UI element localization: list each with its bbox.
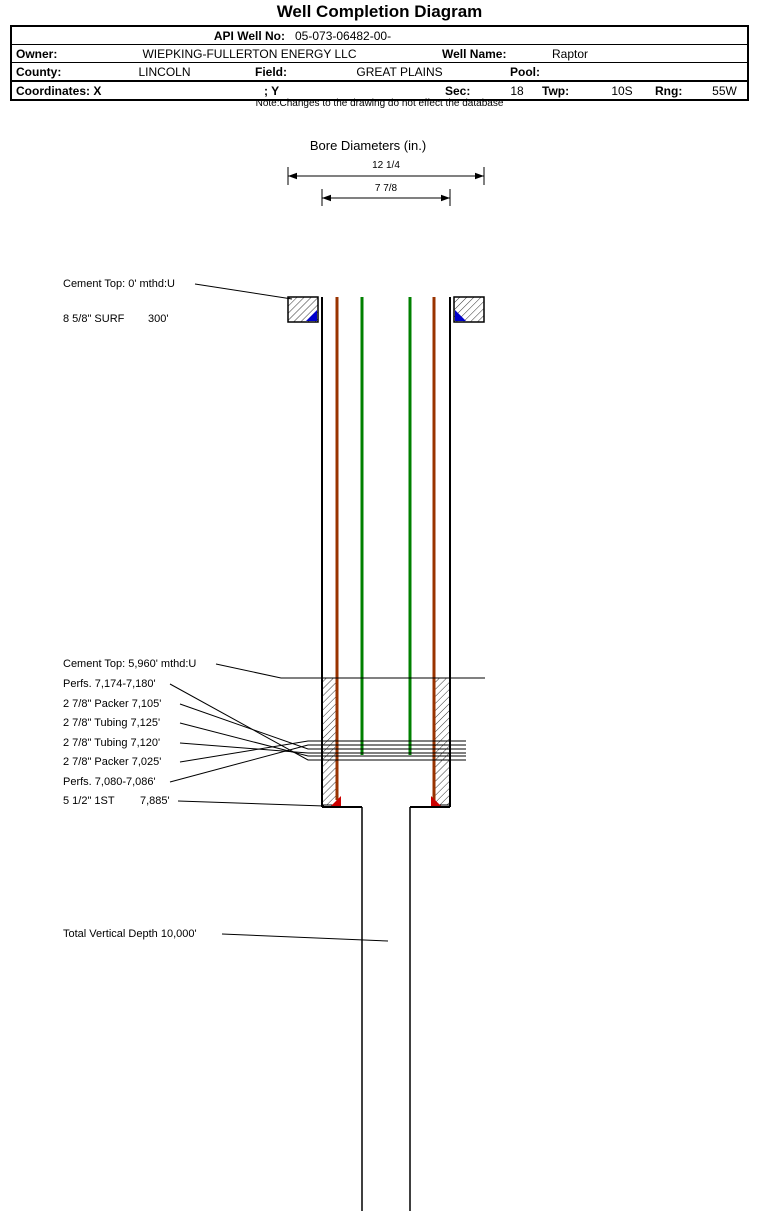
depth-labels: Cement Top: 0' mthd:U 8 5/8" SURF 300' C… [63, 278, 197, 940]
coordinates-y-label: ; Y [264, 83, 280, 98]
surface-shoe-marker-right [455, 310, 466, 321]
county-label: County: [16, 64, 62, 79]
label-packer-7105: 2 7/8" Packer 7,105' [63, 698, 161, 710]
leader-lines [169, 283, 485, 942]
api-well-no-value: 05-073-06482-00- [295, 28, 392, 43]
label-packer-7025: 2 7/8" Packer 7,025' [63, 756, 161, 768]
dim-outer-arrow-left [288, 172, 297, 180]
label-surface-casing: 8 5/8" SURF [63, 313, 125, 325]
label-surface-casing-depth: 300' [148, 313, 168, 325]
dim-outer-label: 12 1/4 [372, 160, 400, 171]
leader-packer-7105 [179, 703, 466, 750]
label-perfs-7174: Perfs. 7,174-7,180' [63, 678, 156, 690]
rng-value: 55W [712, 83, 737, 98]
leader-cement-top-0 [194, 283, 293, 300]
sec-label: Sec: [445, 83, 471, 98]
leader-cement-top-5960 [215, 663, 485, 679]
field-value: GREAT PLAINS [356, 64, 443, 79]
owner-label: Owner: [16, 46, 58, 61]
dim-inner-arrow-left [322, 194, 331, 202]
casing-shoe-marker-right [431, 796, 441, 806]
coordinates-x-label: Coordinates: X [16, 83, 102, 98]
leader-perfs-7174 [169, 683, 466, 761]
page-title: Well Completion Diagram [276, 2, 483, 21]
leader-packer-7025 [179, 740, 466, 763]
table-row-api: API Well No: 05-073-06482-00- [12, 27, 747, 44]
api-well-no-label: API Well No: [213, 28, 285, 43]
label-perfs-7080: Perfs. 7,080-7,086' [63, 776, 156, 788]
twp-value: 10S [611, 83, 633, 98]
table-row-coordinates: Coordinates: X ; Y Sec: 18 Twp: 10S Rng:… [12, 80, 747, 99]
leader-tubing-7120 [179, 742, 466, 754]
label-production-casing-depth: 7,885' [140, 795, 170, 807]
label-tubing-7125: 2 7/8" Tubing 7,125' [63, 717, 160, 729]
label-cement-top-5960: Cement Top: 5,960' mthd:U [63, 658, 196, 670]
table-row-owner: Owner: WIEPKING-FULLERTON ENERGY LLC Wel… [12, 44, 747, 62]
leader-total-depth [221, 933, 389, 942]
leader-tubing-7125 [179, 722, 466, 757]
owner-value: WIEPKING-FULLERTON ENERGY LLC [142, 46, 357, 61]
well-info-table: API Well No: 05-073-06482-00- Owner: WIE… [10, 25, 749, 101]
field-label: Field: [255, 64, 287, 79]
label-cement-top-0: Cement Top: 0' mthd:U [63, 278, 175, 290]
database-note: Note:Changes to the drawing do not effec… [255, 98, 504, 109]
table-row-county: County: LINCOLN Field: GREAT PLAINS Pool… [12, 62, 747, 80]
casing-shoe-marker-left [331, 796, 341, 806]
label-total-depth: Total Vertical Depth 10,000' [63, 928, 197, 940]
twp-label: Twp: [542, 83, 570, 98]
bore-diameters-title: Bore Diameters (in.) [310, 138, 426, 153]
well-name-label: Well Name: [442, 46, 507, 61]
leader-perfs-7080 [169, 744, 466, 783]
rng-label: Rng: [655, 83, 683, 98]
leader-production-casing [177, 800, 325, 807]
surface-shoe-marker-left [306, 310, 317, 321]
label-production-casing: 5 1/2" 1ST [63, 795, 115, 807]
label-tubing-7120: 2 7/8" Tubing 7,120' [63, 737, 160, 749]
sec-value: 18 [510, 83, 524, 98]
pool-label: Pool: [510, 64, 540, 79]
dim-outer-arrow-right [475, 172, 484, 180]
dim-inner-arrow-right [441, 194, 450, 202]
county-value: LINCOLN [138, 64, 191, 79]
dim-inner-label: 7 7/8 [375, 183, 398, 194]
dimension-outer: 12 1/4 [287, 160, 485, 185]
dimension-inner: 7 7/8 [321, 183, 451, 206]
well-name-value: Raptor [552, 46, 589, 61]
bore-diameters-annotation: Bore Diameters (in.) 12 1/4 7 7/8 [287, 138, 485, 206]
well-structure [287, 296, 485, 1211]
